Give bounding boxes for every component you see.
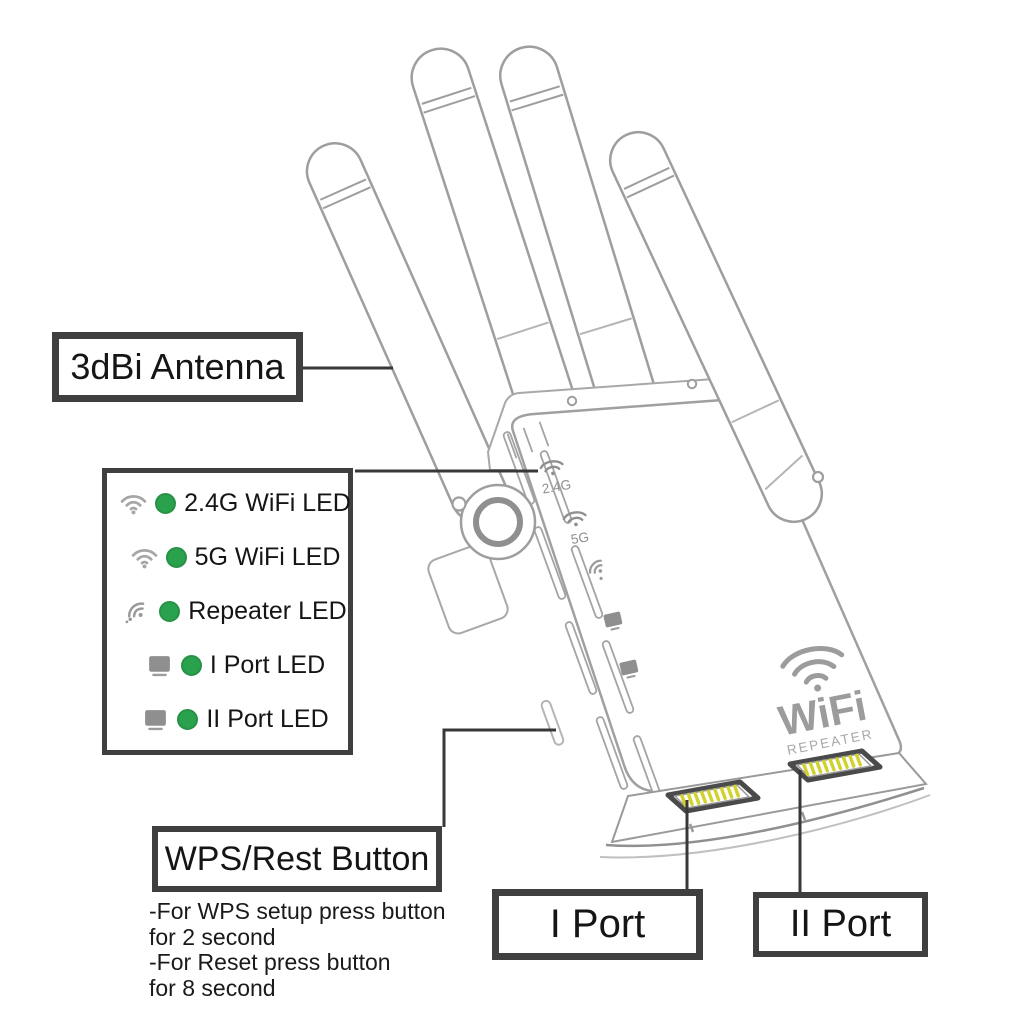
port-2-pins (802, 753, 862, 777)
legend-label: II Port LED (206, 704, 329, 733)
back-screw-1 (566, 395, 578, 407)
green-led-dot (159, 600, 181, 622)
antenna-4-screw (811, 470, 825, 484)
antenna-mount-hinge (451, 483, 537, 561)
front-led-2-4g-icon (539, 460, 564, 476)
port2-label-text: II Port (789, 903, 892, 945)
legend-row-port2: II Port LED (126, 692, 329, 746)
green-led-dot (177, 708, 199, 730)
port1-label-text: I Port (549, 902, 646, 946)
front-led-5g-icon (562, 511, 587, 527)
green-led-dot (180, 654, 202, 676)
back-screw-2 (686, 378, 698, 390)
legend-label: 5G WiFi LED (194, 543, 341, 572)
front-led-port2-icon (619, 659, 639, 679)
wps-label-box: WPS/Rest Button (152, 826, 442, 892)
monitor-icon (148, 655, 170, 676)
ethernet-port-2 (787, 748, 883, 821)
green-led-dot (155, 493, 177, 515)
port-1-pins (680, 784, 740, 808)
antenna-label-text: 3dBi Antenna (70, 346, 285, 387)
front-led-2-4g-text: 2.4G (541, 477, 572, 497)
port1-label-box: I Port (492, 889, 703, 960)
front-led-port1-icon (603, 611, 623, 631)
port2-label-box: II Port (753, 892, 928, 957)
legend-label: I Port LED (209, 650, 326, 679)
ethernet-port-1 (665, 779, 761, 833)
instruction-line: for 2 second (149, 923, 276, 950)
wps-instructions: -For WPS setup press button for 2 second… (149, 898, 459, 1001)
legend-label: Repeater LED (188, 596, 347, 625)
front-led-5g-text: 5G (570, 529, 590, 547)
bottom-rim-2 (599, 794, 931, 859)
wps-label-text: WPS/Rest Button (164, 839, 430, 878)
wifi-icon (131, 549, 157, 569)
green-led-dot (165, 547, 187, 569)
legend-row-repeater: Repeater LED (108, 585, 347, 639)
wifi-logo-icon (780, 646, 845, 685)
legend-row-port1: I Port LED (130, 638, 325, 692)
antenna-label-box: 3dBi Antenna (52, 332, 303, 402)
instruction-line: -For Reset press button (149, 949, 391, 975)
wifi-icon (120, 495, 147, 515)
wall-bracket (427, 543, 509, 635)
bottom-rim (605, 786, 925, 848)
legend-label: 2.4G WiFi LED (184, 489, 351, 518)
callout-line-wps (442, 728, 556, 827)
antenna-4 (608, 130, 824, 524)
instruction-line: for 8 second (149, 974, 276, 1001)
mount-screw-hole (451, 496, 467, 512)
front-led-repeater-icon (589, 559, 603, 581)
instruction-line: -For WPS setup press button (149, 898, 446, 924)
legend-row-2-4g: 2.4G WiFi LED (104, 477, 351, 531)
led-legend-box: 2.4G WiFi LED 5G WiFi LED Repeater LED I… (102, 468, 353, 755)
wps-side-button (540, 699, 565, 746)
monitor-icon (145, 709, 167, 730)
repeater-signal-icon (125, 602, 145, 624)
legend-row-5g: 5G WiFi LED (115, 531, 341, 585)
